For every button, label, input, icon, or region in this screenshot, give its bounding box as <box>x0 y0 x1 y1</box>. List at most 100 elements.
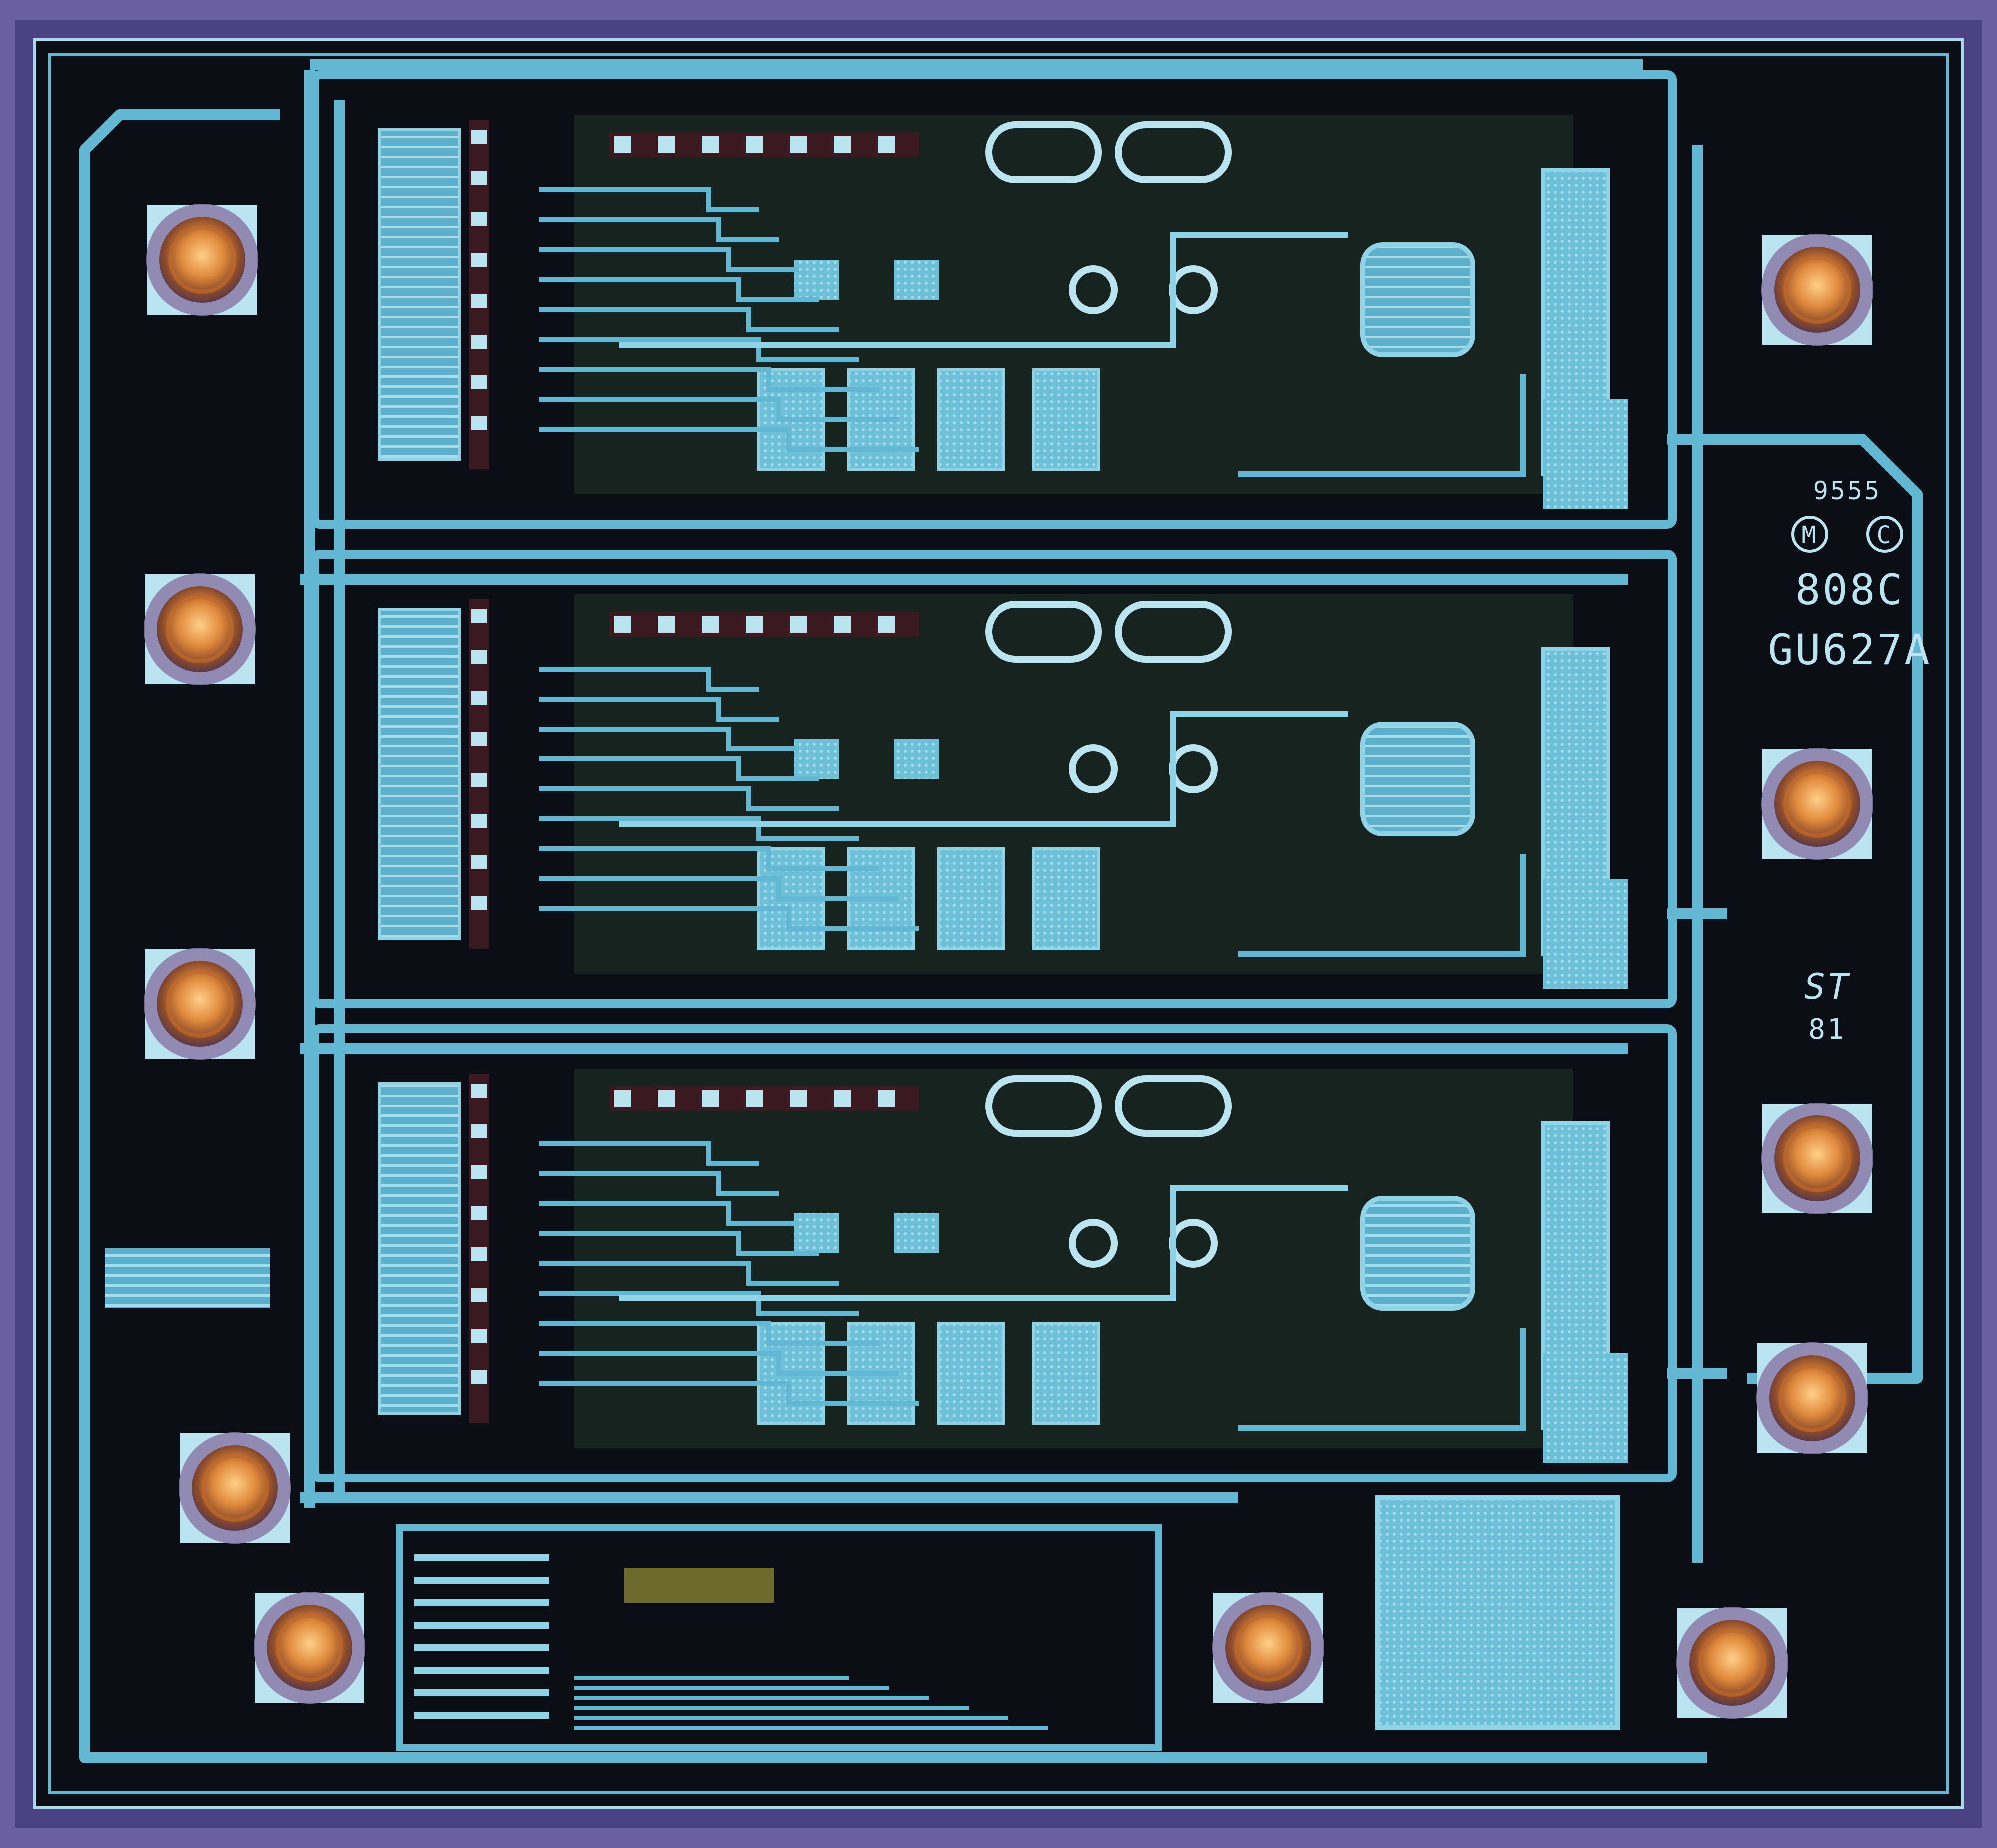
resistor-contact <box>471 1288 487 1302</box>
signal-trace <box>539 1351 899 1376</box>
bond-pad <box>144 948 256 1060</box>
mask-symbol <box>1791 516 1828 553</box>
resistor-contact <box>471 814 487 828</box>
resistor-contact <box>471 609 487 623</box>
channel-block <box>310 1024 1677 1482</box>
resistor-contact <box>471 1247 487 1261</box>
signal-trace <box>539 876 899 901</box>
resistor-contact <box>471 171 487 185</box>
interdigitated-device <box>1360 242 1475 357</box>
signal-trace <box>539 667 759 692</box>
bond-pad <box>144 573 256 685</box>
bond-ball-ring <box>1778 1364 1846 1432</box>
channel-block <box>310 70 1677 529</box>
ring-device <box>1069 265 1118 314</box>
top-resistor-contact <box>878 136 895 153</box>
resistor-contact <box>471 130 487 144</box>
die-markings: 9555 M C 808C GU627A ST 81 <box>1768 476 1931 1046</box>
bond-ball-ring <box>201 1454 269 1522</box>
top-resistor-contact <box>746 1090 763 1107</box>
resistor-contact <box>471 1370 487 1384</box>
bond-ball-ring <box>166 595 234 663</box>
channel-block <box>310 550 1677 1008</box>
copyright-symbol <box>1866 516 1903 553</box>
signal-trace <box>539 816 859 841</box>
marking-line-2: GU627A <box>1768 625 1931 674</box>
transistor-array <box>1032 847 1100 950</box>
bond-pad <box>1756 1342 1868 1454</box>
transistor-array <box>1032 1322 1100 1425</box>
bond-ball-ring <box>276 1614 343 1682</box>
signal-trace <box>539 756 819 781</box>
signal-trace <box>539 1231 819 1256</box>
circuit-blocks <box>105 70 1677 1751</box>
transistor-array <box>937 1322 1005 1425</box>
top-resistor-contact <box>614 616 631 633</box>
bond-pad <box>1761 748 1873 860</box>
signal-trace <box>539 1381 919 1406</box>
power-rail <box>79 519 1707 1763</box>
signal-trace <box>1238 854 1526 957</box>
bond-pad <box>1761 234 1873 346</box>
small-transistor <box>794 1213 839 1253</box>
ring-device <box>1069 744 1118 793</box>
signal-trace <box>539 397 899 422</box>
resistor-contact <box>471 1165 487 1179</box>
resistor-contact <box>471 212 487 226</box>
resistor-contact <box>471 691 487 705</box>
top-resistor-contact <box>790 136 807 153</box>
power-rail <box>79 109 280 519</box>
signal-trace <box>539 307 839 332</box>
resistor-contact <box>471 335 487 349</box>
small-transistor <box>794 739 839 779</box>
small-transistor <box>794 260 839 300</box>
bond-ball-ring <box>1783 770 1851 838</box>
signal-trace <box>1238 1328 1526 1431</box>
top-resistor-contact <box>658 616 675 633</box>
top-resistor-contact <box>658 1090 675 1107</box>
lateral-transistor <box>985 601 1102 663</box>
top-resistor-contact <box>834 1090 851 1107</box>
top-resistor-contact <box>834 136 851 153</box>
signal-trace <box>539 1201 799 1226</box>
bias-block <box>105 1248 1620 1751</box>
resistor-contact <box>471 732 487 746</box>
top-resistor-contact <box>878 1090 895 1107</box>
bond-ball-ring <box>1783 1124 1851 1192</box>
signal-trace <box>539 1261 839 1286</box>
resistor-contact <box>471 375 487 389</box>
small-transistor <box>894 1213 939 1253</box>
resistor-contact <box>471 416 487 430</box>
signal-trace <box>539 697 779 722</box>
left-test-structure <box>105 1248 270 1308</box>
signal-trace <box>1238 374 1526 477</box>
small-transistor <box>894 739 939 779</box>
signal-trace <box>539 1141 759 1166</box>
resistor-contact <box>471 650 487 664</box>
svg-text:C: C <box>1877 521 1893 549</box>
signal-trace <box>539 217 779 242</box>
svg-text:M: M <box>1802 521 1818 549</box>
resistor-ladder <box>378 128 461 461</box>
signal-trace <box>539 786 839 811</box>
metal-routing <box>79 59 1923 1763</box>
signal-trace <box>539 337 859 362</box>
st-logo: ST <box>1804 966 1850 1007</box>
output-transistor-lower <box>1543 1353 1628 1463</box>
compensation-capacitor <box>1375 1495 1620 1730</box>
resistor-contact <box>471 855 487 869</box>
ring-device <box>1069 1219 1118 1268</box>
interdigitated-device <box>1360 722 1475 836</box>
top-resistor <box>609 132 919 157</box>
signal-trace <box>539 1321 879 1346</box>
lateral-transistor <box>1115 121 1232 183</box>
bond-ball-ring <box>1234 1614 1302 1682</box>
top-resistor-contact <box>614 136 631 153</box>
top-resistor-contact <box>834 616 851 633</box>
signal-trace <box>539 1171 779 1196</box>
top-resistor <box>609 612 919 637</box>
top-resistor-contact <box>658 136 675 153</box>
signal-trace <box>539 277 819 302</box>
signal-trace <box>539 187 759 212</box>
